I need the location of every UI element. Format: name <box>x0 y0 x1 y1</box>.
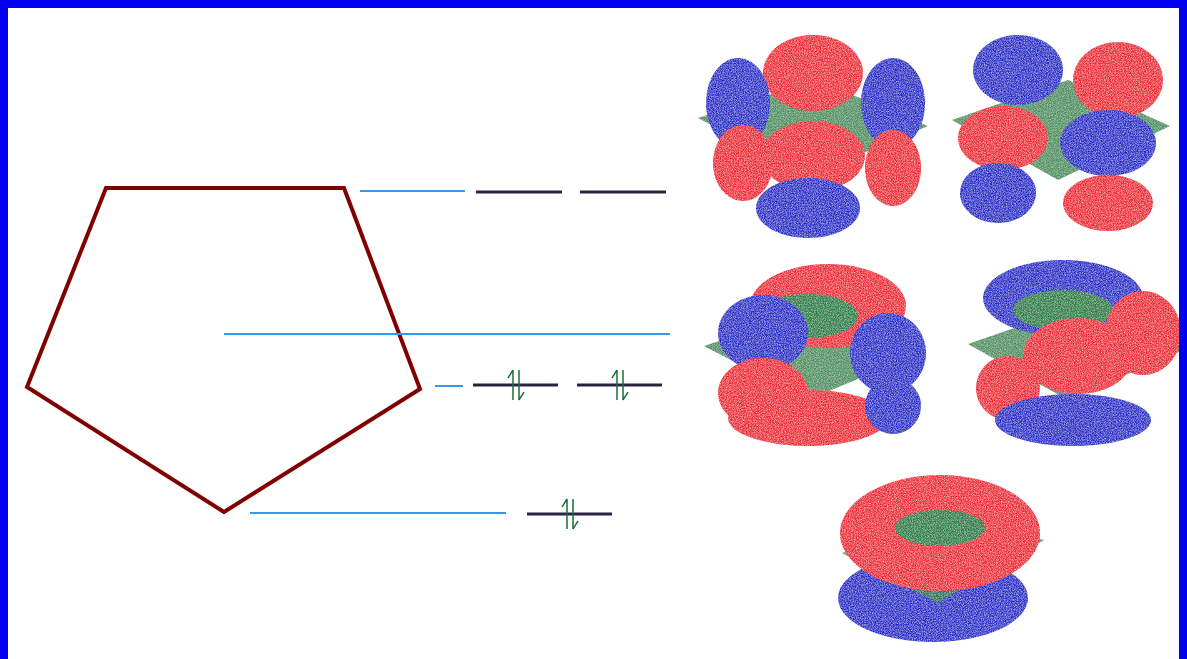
orbital-image <box>838 475 1044 642</box>
orbital-image <box>698 35 928 238</box>
orbital-image <box>952 35 1170 231</box>
electron-pair-icon <box>507 369 525 401</box>
orbital-image <box>968 260 1179 446</box>
pentagon-ring <box>24 186 423 515</box>
electron-pair-icon <box>611 369 629 401</box>
energy-level-bottom <box>527 498 612 530</box>
energy-level-middle <box>473 369 662 401</box>
diagram-svg <box>24 35 1179 642</box>
electron-pair-icon <box>561 498 579 530</box>
orbital-image <box>704 264 926 446</box>
mo-diagram-canvas <box>8 8 1179 659</box>
